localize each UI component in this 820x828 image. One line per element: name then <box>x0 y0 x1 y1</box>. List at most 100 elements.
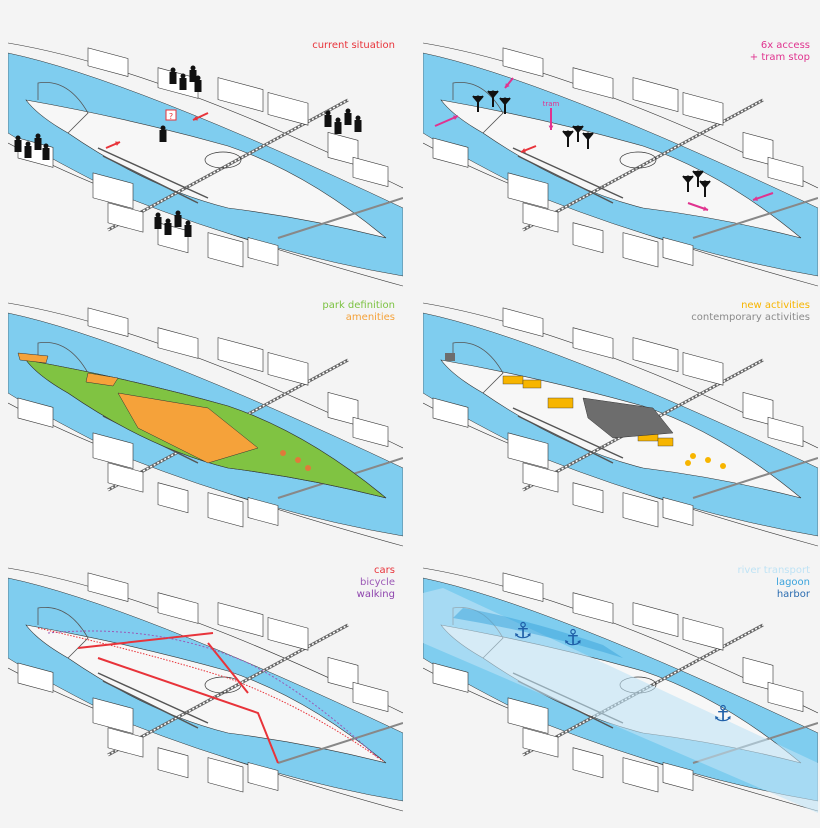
person-icon <box>179 78 187 90</box>
amenity <box>85 372 119 387</box>
building <box>92 172 134 209</box>
person-icon <box>185 220 191 226</box>
map-diagram: tram <box>423 42 818 287</box>
legend-river-transport: river transport <box>737 565 810 576</box>
legend: new activities contemporary activities <box>691 300 810 324</box>
bridge-east <box>277 722 403 764</box>
building <box>352 156 389 188</box>
person-icon <box>159 130 167 142</box>
arrow-head-icon <box>753 196 758 201</box>
person-icon <box>194 80 202 92</box>
building <box>92 697 134 734</box>
amenity-dot <box>280 450 286 456</box>
person-icon <box>14 140 22 152</box>
building <box>107 202 144 233</box>
person-icon <box>195 75 201 81</box>
building <box>502 47 544 77</box>
building <box>507 697 549 734</box>
legend-cars: cars <box>374 565 395 576</box>
anchor-icon: ⚓ <box>513 619 533 644</box>
person-icon <box>499 97 511 114</box>
building <box>217 77 264 113</box>
building <box>522 202 559 233</box>
building <box>267 617 309 651</box>
footbridge <box>37 81 89 134</box>
panel-park: park definition amenities <box>8 298 403 558</box>
building <box>622 232 659 268</box>
building <box>352 416 389 448</box>
island <box>25 99 387 239</box>
arrow-head-icon <box>703 206 708 211</box>
new-activity <box>522 379 542 389</box>
bridge-east <box>692 197 818 239</box>
legend: 6x access + tram stop <box>750 40 810 64</box>
person-icon <box>180 73 186 79</box>
person-icon <box>174 215 182 227</box>
contemporary-activity <box>582 397 674 439</box>
walking-route <box>37 627 384 762</box>
legend-harbor: harbor <box>776 589 810 600</box>
building <box>632 337 679 373</box>
building <box>247 762 279 791</box>
person-icon <box>354 120 362 132</box>
person-icon <box>165 218 171 224</box>
bicycle-route <box>47 630 379 759</box>
building <box>432 662 469 693</box>
building <box>217 602 264 638</box>
person-icon <box>34 138 42 150</box>
person-icon <box>355 115 361 121</box>
legend-current-situation: current situation <box>312 40 395 51</box>
building <box>157 222 189 254</box>
person-icon <box>582 132 594 149</box>
panel-access: tram 6x access + tram stop <box>423 38 818 298</box>
building <box>572 482 604 514</box>
person-icon <box>164 223 172 235</box>
building <box>662 497 694 526</box>
building <box>767 681 804 713</box>
building <box>327 656 359 691</box>
building <box>572 327 614 359</box>
new-activity <box>657 437 674 447</box>
car-route <box>77 632 279 764</box>
building <box>247 497 279 526</box>
building <box>572 747 604 779</box>
arrow-head-icon <box>548 125 554 130</box>
building <box>157 482 189 514</box>
person-icon <box>25 141 31 147</box>
building <box>157 327 199 359</box>
building <box>107 727 144 758</box>
island <box>440 99 802 239</box>
legend-amenities: amenities <box>345 312 395 323</box>
rail-platforms <box>97 672 209 729</box>
person-icon <box>572 125 584 142</box>
person-icon <box>324 115 332 127</box>
new-activity <box>547 397 574 409</box>
legend: current situation <box>312 40 395 52</box>
person-icon <box>154 217 162 229</box>
building <box>502 307 544 337</box>
activity-dot <box>685 460 691 466</box>
rail-platforms <box>512 407 624 464</box>
legend: cars bicycle walking <box>357 565 395 601</box>
legend-walking: walking <box>356 589 395 600</box>
person-icon <box>169 72 177 84</box>
person-icon <box>699 180 711 197</box>
building <box>572 592 614 624</box>
legend-contemporary-activities: contemporary activities <box>691 312 810 323</box>
tram-stop-label: tram <box>543 100 560 108</box>
person-icon <box>42 148 50 160</box>
person-icon <box>334 122 342 134</box>
lagoon <box>453 608 623 658</box>
activity-dot <box>705 457 711 463</box>
building <box>742 391 774 426</box>
building <box>157 747 189 779</box>
arrow-head-icon <box>193 115 198 121</box>
building <box>352 681 389 713</box>
building <box>662 237 694 266</box>
panel-activities: new activities contemporary activities <box>423 298 818 558</box>
legend-new-activities: new activities <box>741 300 810 311</box>
footbridge <box>37 606 89 659</box>
building <box>247 237 279 266</box>
building <box>17 397 54 428</box>
contemporary-activity <box>445 353 455 361</box>
